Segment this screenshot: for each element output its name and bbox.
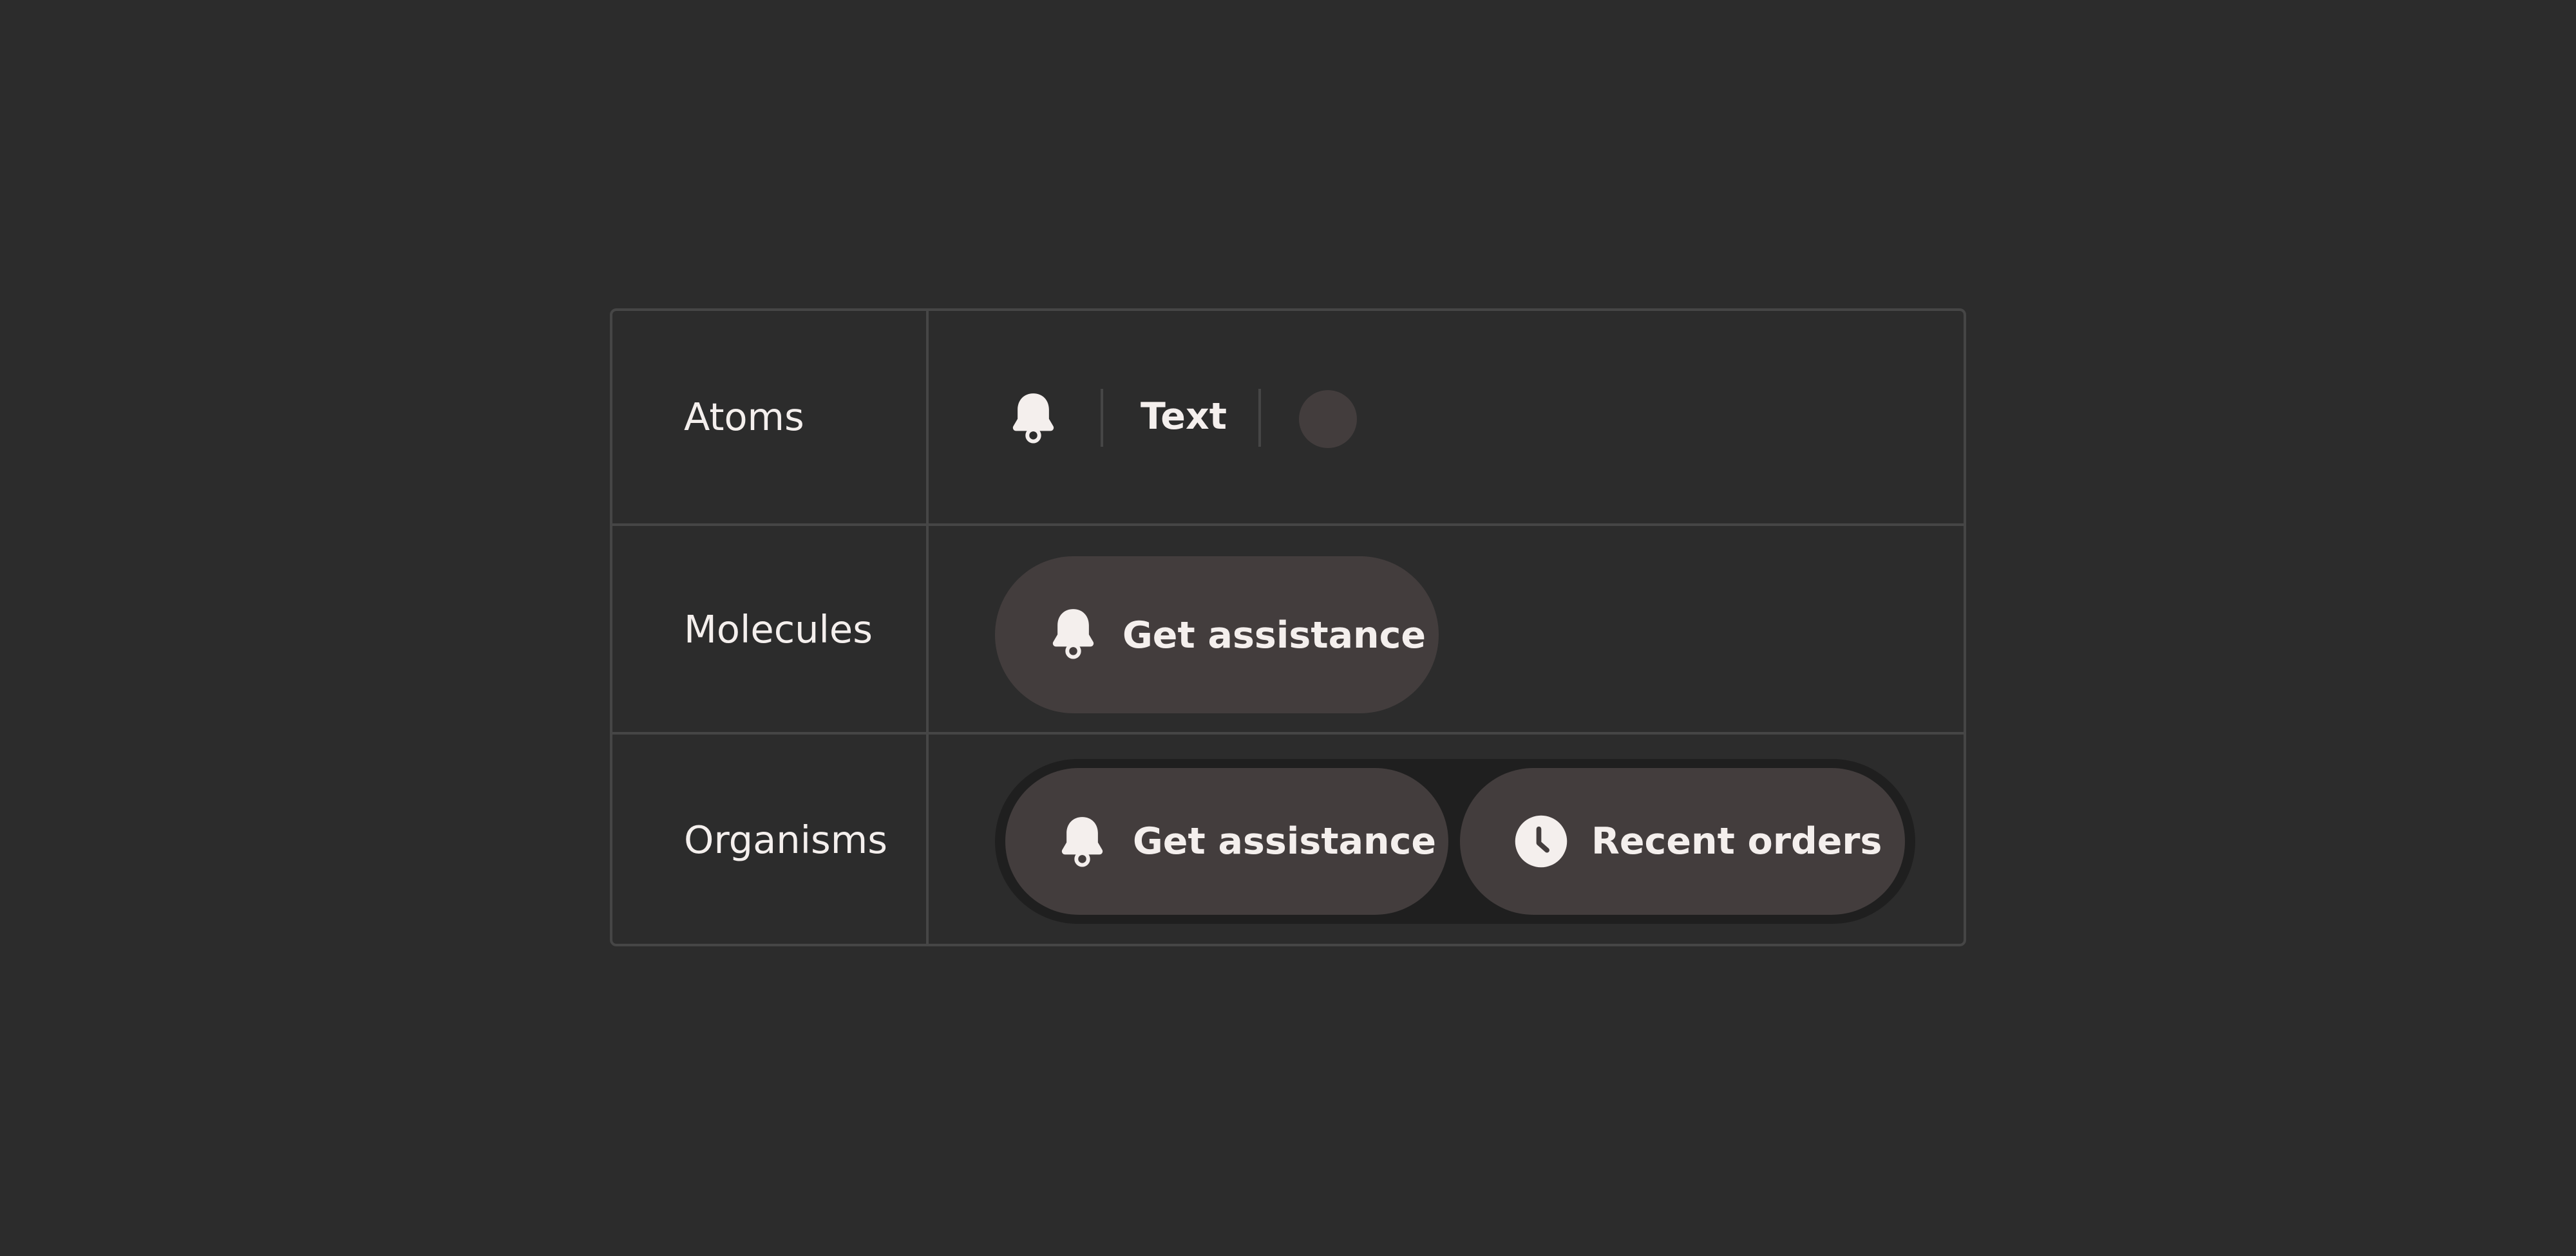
column-divider	[926, 311, 929, 944]
row-label-molecules: Molecules	[684, 607, 873, 651]
button-label: Get assistance	[1122, 614, 1426, 657]
row-organisms: Organisms Get assistance	[612, 732, 1964, 946]
row-label-organisms: Organisms	[684, 818, 888, 862]
button-group: Get assistance Recent orders	[995, 759, 1915, 924]
separator	[1258, 389, 1261, 447]
recent-orders-button[interactable]: Recent orders	[1460, 768, 1905, 915]
design-system-table: Atoms Text Molecules Get assistance Orga…	[610, 308, 1966, 946]
text-atom: Text	[1141, 395, 1227, 438]
bell-icon	[1048, 606, 1099, 662]
row-molecules: Molecules Get assistance	[612, 523, 1964, 732]
row-label-atoms: Atoms	[684, 395, 804, 439]
button-label: Recent orders	[1591, 820, 1882, 863]
separator	[1101, 389, 1103, 447]
row-atoms: Atoms Text	[612, 311, 1964, 523]
bell-icon	[1008, 391, 1059, 446]
bell-icon	[1057, 814, 1108, 870]
circle-atom	[1299, 390, 1357, 448]
button-label: Get assistance	[1133, 820, 1437, 863]
clock-icon	[1514, 814, 1568, 868]
get-assistance-button[interactable]: Get assistance	[995, 556, 1439, 713]
get-assistance-button[interactable]: Get assistance	[1005, 768, 1448, 915]
